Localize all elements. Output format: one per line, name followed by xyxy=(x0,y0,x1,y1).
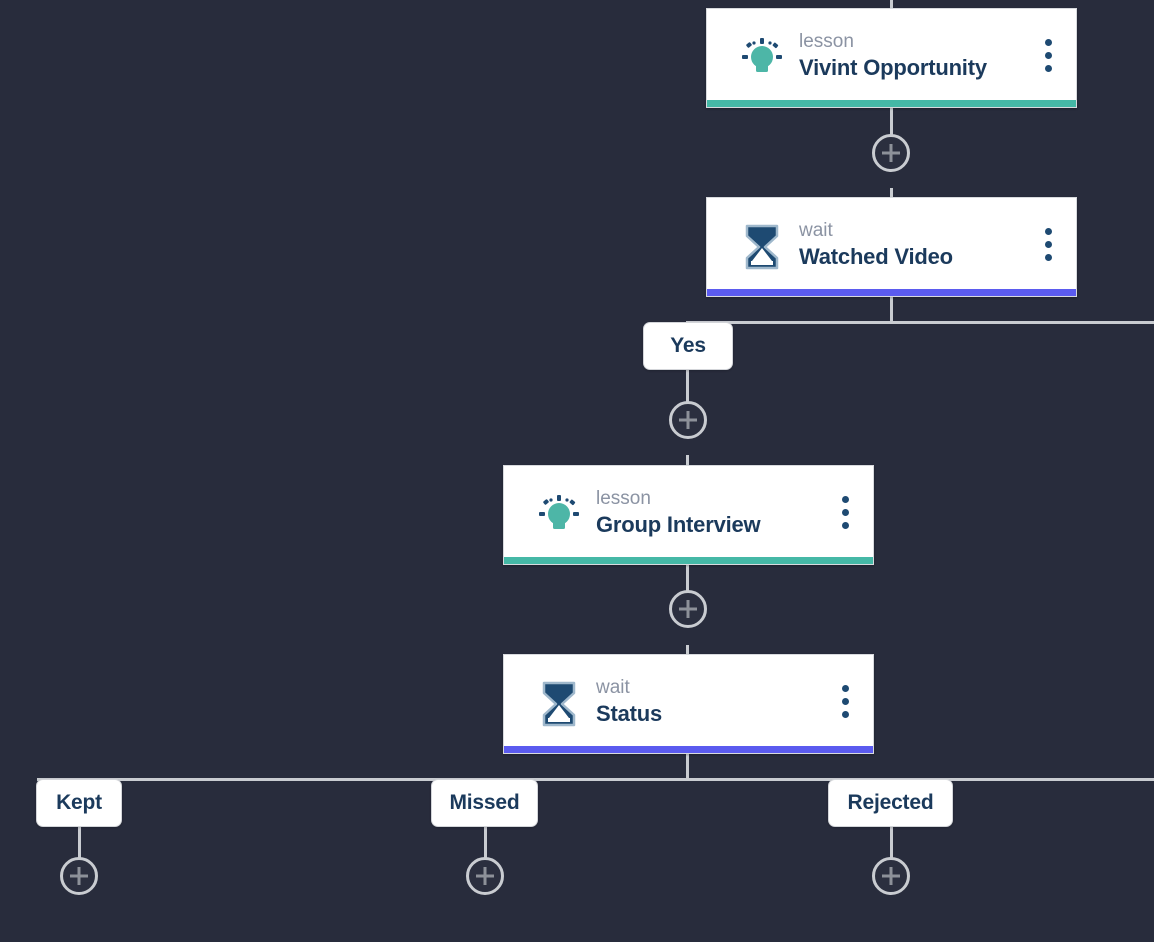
connector-add-to-watched-video xyxy=(890,188,893,200)
add-step-button-after-kept[interactable] xyxy=(60,857,98,895)
connector-yes-to-add xyxy=(686,368,689,423)
kebab-dot xyxy=(1044,64,1052,72)
add-step-button-after-missed[interactable] xyxy=(466,857,504,895)
connector-add-to-group-interview xyxy=(686,455,689,467)
node-kind-label: wait xyxy=(596,676,630,698)
node-kind-label: lesson xyxy=(596,487,651,509)
node-title-label: Watched Video xyxy=(799,243,953,269)
connector-rejected-to-add xyxy=(890,825,893,860)
node-kind-label: lesson xyxy=(799,30,854,52)
workflow-node-status[interactable]: wait Status xyxy=(503,654,874,754)
workflow-node-group-interview[interactable]: lesson Group Interview xyxy=(503,465,874,565)
kebab-menu-icon[interactable] xyxy=(817,652,873,756)
workflow-node-vivint-opportunity[interactable]: lesson Vivint Opportunity xyxy=(706,8,1077,108)
connector-top-stub xyxy=(890,0,893,10)
add-step-button-after-yes[interactable] xyxy=(669,401,707,439)
lightbulb-icon xyxy=(534,493,584,537)
branch-label-missed[interactable]: Missed xyxy=(431,779,538,827)
connector-vivint-to-add xyxy=(890,106,893,156)
node-text-block: wait Watched Video xyxy=(799,219,1020,275)
kebab-dot xyxy=(841,508,849,516)
node-title-label: Status xyxy=(596,700,663,726)
branch-label-rejected[interactable]: Rejected xyxy=(828,779,953,827)
connector-watched-video-bus xyxy=(686,321,1154,324)
kebab-dot xyxy=(1044,227,1052,235)
kebab-dot xyxy=(1044,240,1052,248)
kebab-dot xyxy=(841,521,849,529)
connector-missed-to-add xyxy=(484,825,487,860)
connector-kept-to-add xyxy=(78,825,81,860)
kebab-menu-icon[interactable] xyxy=(1020,195,1076,299)
node-accent-bar xyxy=(707,100,1076,107)
hourglass-icon xyxy=(737,224,787,270)
kebab-dot xyxy=(841,697,849,705)
add-step-button-after-rejected[interactable] xyxy=(872,857,910,895)
connector-watched-video-down xyxy=(890,295,893,323)
connector-add-to-status xyxy=(686,645,689,657)
add-step-button-after-vivint-opportunity[interactable] xyxy=(872,134,910,172)
workflow-node-watched-video[interactable]: wait Watched Video xyxy=(706,197,1077,297)
node-accent-bar xyxy=(707,289,1076,296)
kebab-dot xyxy=(1044,38,1052,46)
node-kind-label: wait xyxy=(799,219,833,241)
kebab-dot xyxy=(841,684,849,692)
connector-group-interview-to-add xyxy=(686,563,689,613)
connector-status-bus xyxy=(37,778,1154,781)
node-accent-bar xyxy=(504,746,873,753)
node-text-block: lesson Vivint Opportunity xyxy=(799,30,1020,86)
kebab-menu-icon[interactable] xyxy=(817,463,873,567)
node-accent-bar xyxy=(504,557,873,564)
kebab-dot xyxy=(1044,253,1052,261)
node-title-label: Vivint Opportunity xyxy=(799,54,987,80)
node-text-block: wait Status xyxy=(596,676,817,732)
kebab-menu-icon[interactable] xyxy=(1020,6,1076,110)
kebab-dot xyxy=(841,495,849,503)
connector-status-down xyxy=(686,752,689,780)
kebab-dot xyxy=(1044,51,1052,59)
kebab-dot xyxy=(841,710,849,718)
branch-label-kept[interactable]: Kept xyxy=(36,779,122,827)
lightbulb-icon xyxy=(737,36,787,80)
node-title-label: Group Interview xyxy=(596,511,761,537)
branch-label-yes[interactable]: Yes xyxy=(643,322,733,370)
add-step-button-after-group-interview[interactable] xyxy=(669,590,707,628)
node-text-block: lesson Group Interview xyxy=(596,487,817,543)
hourglass-icon xyxy=(534,681,584,727)
